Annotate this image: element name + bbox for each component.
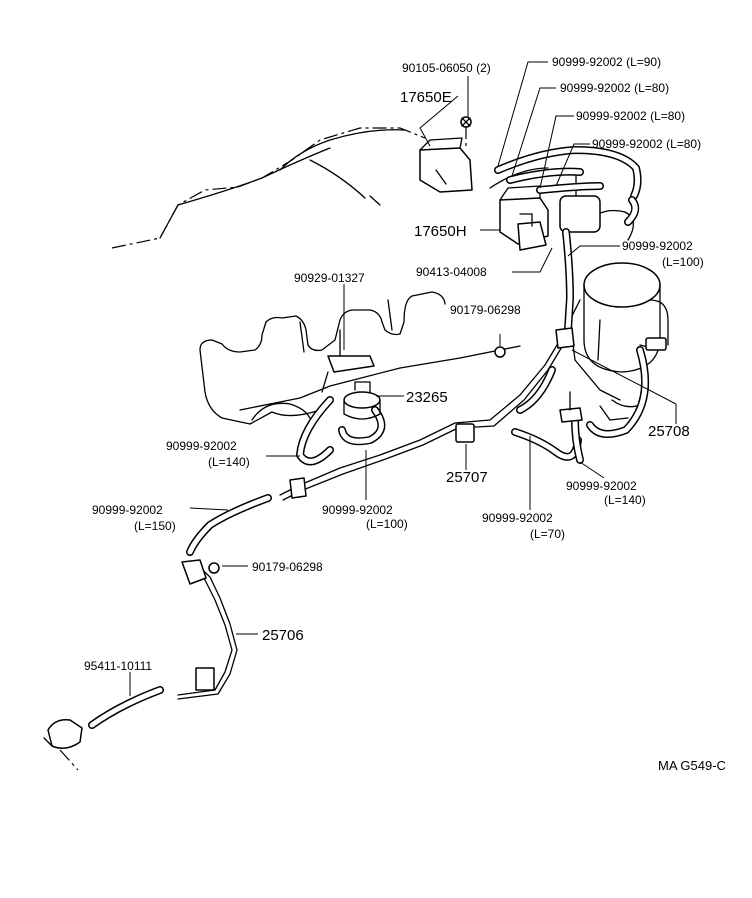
- vacuum-pipes: [177, 339, 564, 700]
- engine-outline: [111, 127, 426, 249]
- small-parts: [208, 327, 583, 574]
- label-hose-l90: 90999-92002 (L=90): [552, 55, 661, 69]
- label-90179-06298-a: 90179-06298: [450, 303, 521, 317]
- label-hose-l80-b: 90999-92002 (L=80): [576, 109, 685, 123]
- label-95411-10111: 95411-10111: [84, 659, 152, 673]
- part-labels: 90105-06050 (2) 17650E 90999-92002 (L=90…: [84, 55, 726, 773]
- label-25706: 25706: [262, 627, 304, 644]
- label-90929-01327: 90929-01327: [294, 271, 365, 285]
- label-hose-l80-c: 90999-92002 (L=80): [592, 137, 701, 151]
- label-23265: 23265: [406, 389, 448, 406]
- label-hose-l70: 90999-92002: [482, 511, 553, 525]
- label-hose-l80-a: 90999-92002 (L=80): [560, 81, 669, 95]
- label-hose-l150-length: (L=150): [134, 519, 176, 533]
- label-hose-l100-b: 90999-92002: [322, 503, 393, 517]
- label-hose-l140-a: 90999-92002: [166, 439, 237, 453]
- intake-manifold: [199, 291, 521, 426]
- label-90179-06298-b: 90179-06298: [252, 560, 323, 574]
- label-17650e: 17650E: [400, 89, 452, 106]
- hose-end-fitting: [43, 718, 83, 771]
- label-25707: 25707: [446, 469, 488, 486]
- label-25708: 25708: [648, 423, 690, 440]
- vsv-assembly: [419, 116, 601, 251]
- label-90105-06050: 90105-06050 (2): [402, 61, 491, 75]
- label-hose-l140-b-length: (L=140): [604, 493, 646, 507]
- label-hose-l100-a: 90999-92002: [622, 239, 693, 253]
- diagram-code: MA G549-C: [658, 758, 726, 773]
- label-hose-l150: 90999-92002: [92, 503, 163, 517]
- label-17650h: 17650H: [414, 223, 467, 240]
- label-hose-l70-length: (L=70): [530, 527, 565, 541]
- leader-lines: [129, 61, 677, 696]
- label-hose-l100-b-length: (L=100): [366, 517, 408, 531]
- label-90413-04008: 90413-04008: [416, 265, 487, 279]
- hoses-upper: [494, 146, 642, 334]
- hoses-lower: [88, 346, 650, 729]
- charcoal-canister: [569, 209, 669, 421]
- label-hose-l140-b: 90999-92002: [566, 479, 637, 493]
- label-hose-l100-a-length: (L=100): [662, 255, 704, 269]
- label-hose-l140-a-length: (L=140): [208, 455, 250, 469]
